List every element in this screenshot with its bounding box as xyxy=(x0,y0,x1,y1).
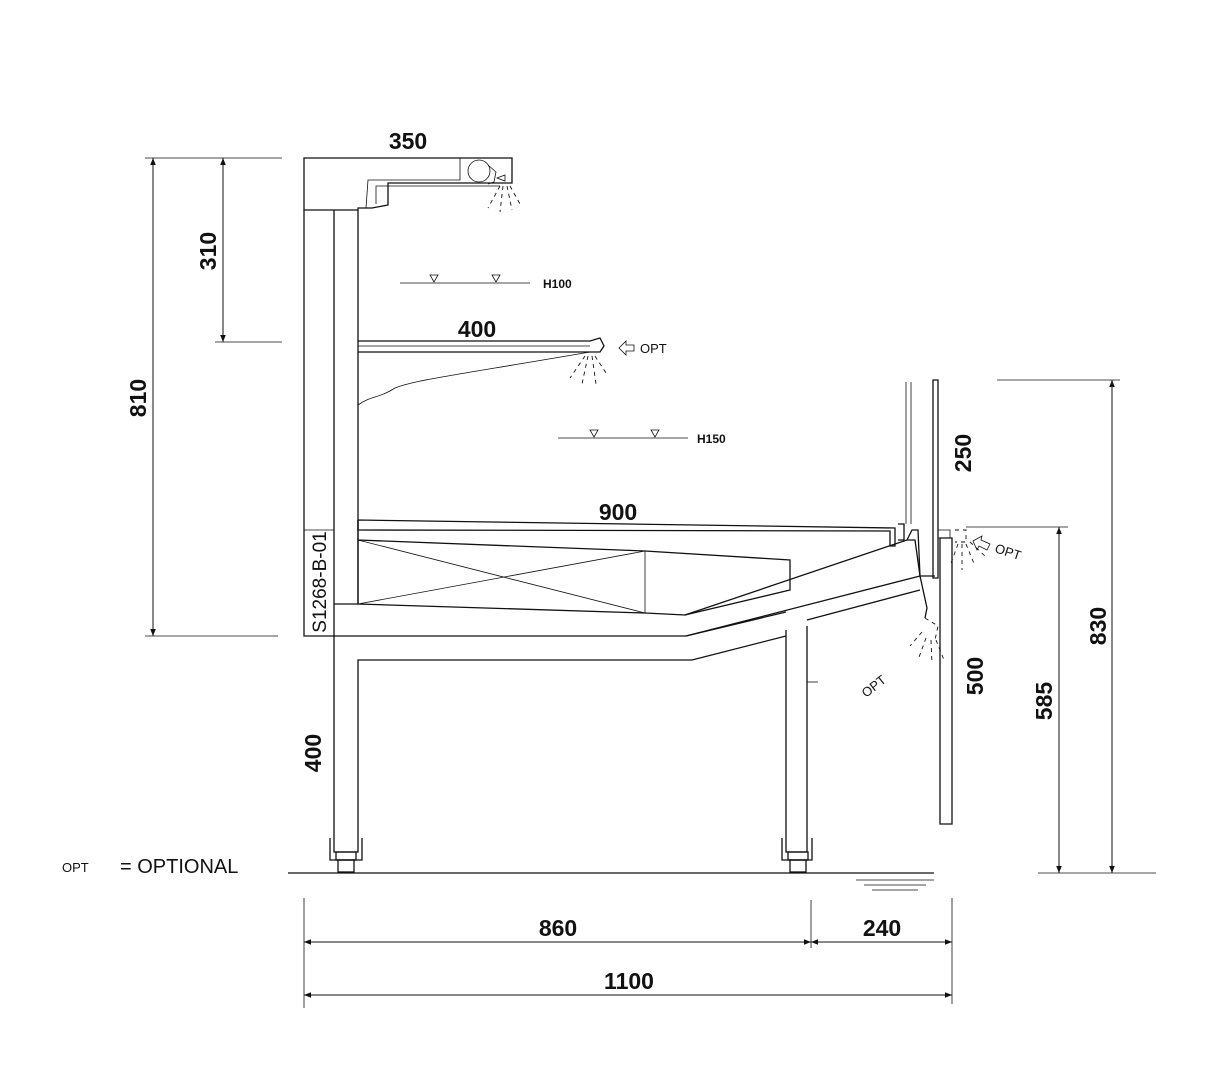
shelf-light-rays xyxy=(569,355,609,385)
right-foot xyxy=(781,838,813,873)
canopy-light-rays xyxy=(487,185,521,213)
level-h100 xyxy=(400,274,530,284)
canopy-lamp-icon xyxy=(467,159,491,183)
ground-symbol xyxy=(856,879,934,891)
shelf-light-arrow-icon xyxy=(618,340,635,356)
level-h150-label: H150 xyxy=(697,432,726,446)
dim-total-height-left: 810 xyxy=(125,379,151,417)
base-frame xyxy=(333,635,787,853)
dimension-lines xyxy=(145,157,1156,1008)
legend-meaning: = OPTIONAL xyxy=(120,856,238,878)
dim-leg-height: 400 xyxy=(300,734,326,772)
dim-total-height-right: 830 xyxy=(1085,607,1111,645)
rear-column xyxy=(303,210,334,637)
cabinet-outline xyxy=(288,157,991,891)
level-h100-label: H100 xyxy=(543,277,572,291)
front-panel xyxy=(939,537,953,825)
level-h150 xyxy=(558,429,688,439)
legend-abbr: OPT xyxy=(62,860,89,875)
dim-front-overhang: 240 xyxy=(863,915,901,941)
dim-deck-height: 585 xyxy=(1031,682,1057,721)
opt-tag-front-light: OPT xyxy=(993,541,1023,564)
dim-shelf-depth: 400 xyxy=(458,316,496,342)
opt-tag-under-light: OPT xyxy=(859,672,889,700)
front-light-rays xyxy=(949,529,986,570)
drawing-code: S1268-B-01 xyxy=(310,531,331,632)
middle-shelf xyxy=(358,337,605,353)
dim-canopy-depth: 350 xyxy=(389,128,427,154)
canopy xyxy=(303,157,513,211)
front-light-arrow-icon xyxy=(972,535,991,551)
dim-top-to-shelf: 310 xyxy=(195,232,221,270)
left-foot xyxy=(329,838,363,873)
dim-glass-height: 250 xyxy=(950,434,976,472)
dim-base-width: 860 xyxy=(539,915,577,941)
opt-tag-shelf-light: OPT xyxy=(640,341,667,356)
under-light-rays xyxy=(909,617,945,665)
cooling-unit xyxy=(357,539,791,616)
front-glass xyxy=(905,379,939,579)
dim-deck-depth: 900 xyxy=(599,499,637,525)
bottom-tank xyxy=(334,539,935,616)
dim-total-width: 1100 xyxy=(604,968,654,994)
dim-front-panel: 500 xyxy=(962,657,988,695)
